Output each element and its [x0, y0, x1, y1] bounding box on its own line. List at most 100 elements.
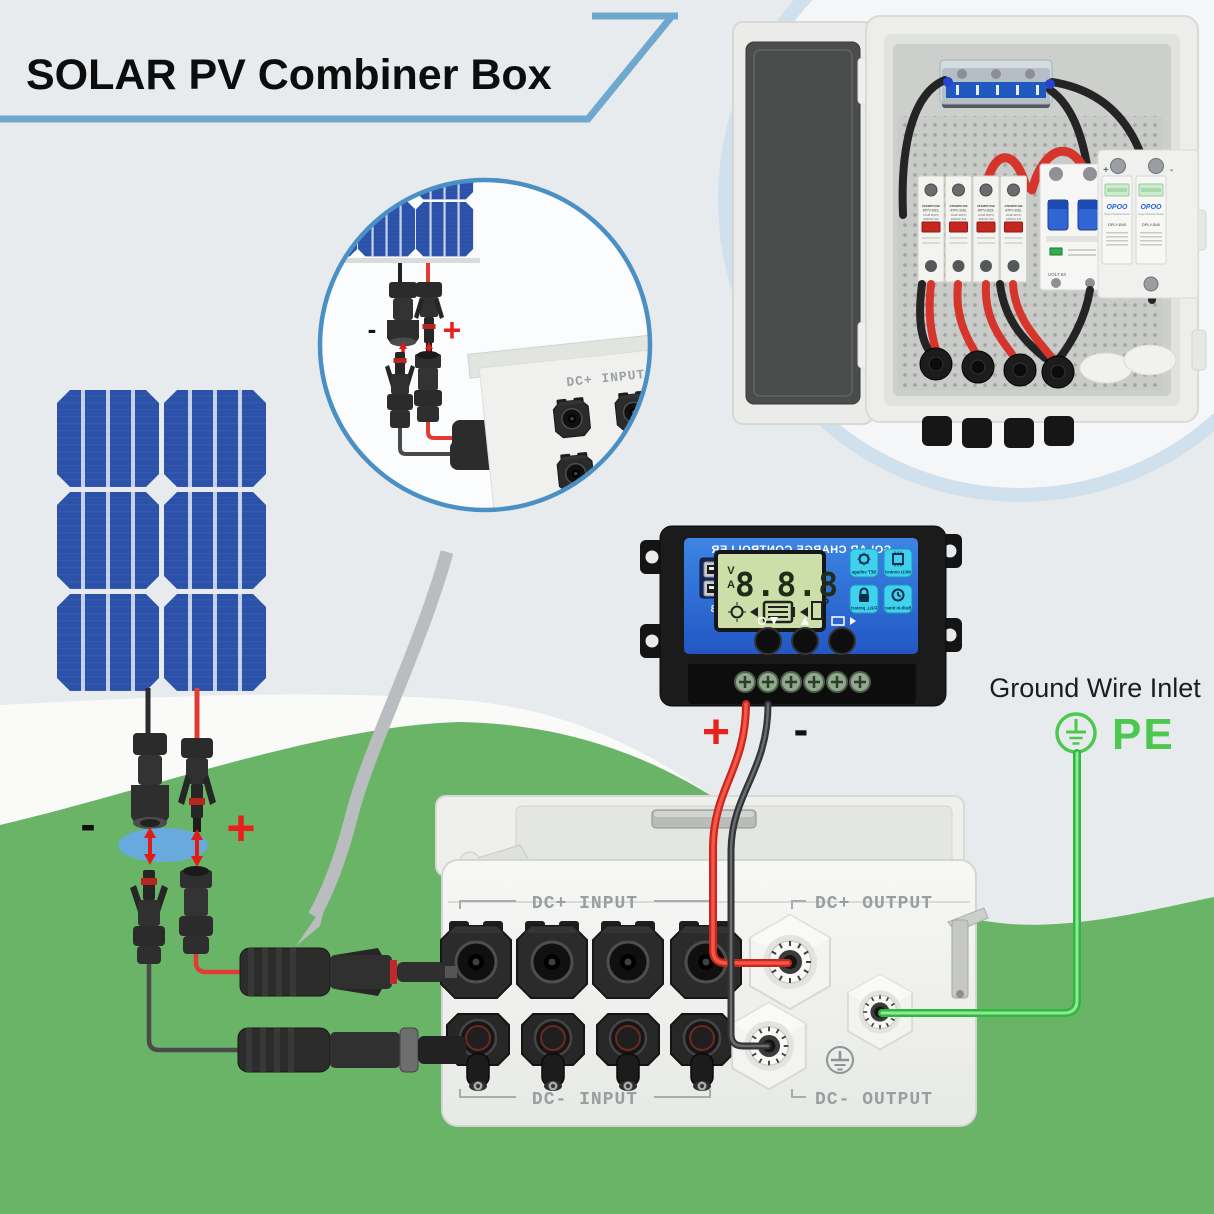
mating-arrowheads: [144, 827, 203, 867]
full-protect-button[interactable]: FULL protect: [849, 584, 879, 614]
decor-curved-arrow: [296, 550, 454, 946]
inset-black-wire: [398, 428, 450, 456]
full-protect-label: FULL protect: [850, 606, 877, 611]
wire-ferrule: [943, 77, 953, 87]
fuse-holder: ATEMPFUSE ATPV-30DL 10x38 30(PV) 1000Vdc…: [945, 175, 972, 283]
ground-symbol-print: [826, 1046, 854, 1074]
page-title: SOLAR PV Combiner Box: [26, 51, 552, 99]
down-button[interactable]: [828, 627, 856, 655]
gear-icon: [857, 552, 871, 566]
negative-label: -: [80, 798, 95, 850]
ground-wire-annotation: Ground Wire Inlet PE: [878, 673, 1201, 1017]
combiner-box: DC+ INPUT DC+ OUTPUT DC- INPUT DC- OUTPU…: [435, 795, 989, 1127]
mc4-female-connector-lower: [179, 866, 213, 954]
pe-label: PE: [1112, 710, 1175, 759]
spd-type-label: Surge Protective Device: [1104, 213, 1130, 216]
button-row-icons: [757, 616, 856, 626]
fuse-brand-label: ATEMPFUSE: [1004, 204, 1022, 208]
connector-detail-inset: - +: [317, 177, 653, 513]
set-voltage-button[interactable]: SET voltage: [849, 548, 879, 578]
fuse-size-label: 10x38 30(PV): [978, 213, 994, 217]
wire-ferrule: [1045, 79, 1055, 89]
dc-plus-output-label: DC+ OUTPUT: [815, 894, 933, 914]
lcd-amp-label: A: [727, 579, 735, 591]
pv-fuse-holders: ATEMPFUSE ATPV-30DL 10x38 30(PV) 1000Vdc…: [917, 175, 1027, 283]
inset-plus-label: +: [443, 312, 462, 348]
mcu-control-label: MCU control: [885, 570, 911, 575]
mc4-female-connector-neg: [131, 733, 169, 829]
function-buttons: SET voltage MCU control FULL protect: [849, 548, 913, 614]
fuse-size-label: 10x38 30(PV): [923, 213, 939, 217]
fuse-indicator-window: [976, 221, 996, 233]
controller-output-wires: [709, 700, 792, 1050]
horizontal-connector-pair-neg: [237, 1027, 466, 1073]
knockout-plug: [1123, 344, 1177, 376]
up-button[interactable]: [791, 627, 819, 655]
busbar-terminal-block: [939, 59, 1053, 108]
dc-plus-input-port: [439, 919, 513, 1000]
positive-label: +: [226, 800, 255, 856]
fuse-size-label: 10x38 30(PV): [951, 213, 967, 217]
spd-model-label: DPLY-B40: [1108, 222, 1127, 227]
lcd-value-mirrored: 8.8.8: [734, 565, 838, 604]
fuse-brand-label: ATEMPFUSE: [922, 204, 940, 208]
dc-minus-input-label: DC- INPUT: [532, 1090, 638, 1110]
spd-type-label: Surge Protective Device: [1138, 213, 1164, 216]
positive-jumper-wire: [193, 954, 242, 975]
fuse-indicator-window: [921, 221, 941, 233]
controller-minus-label: -: [794, 705, 809, 754]
fuse-holder: ATEMPFUSE ATPV-30DL 10x38 30(PV) 1000Vdc…: [917, 175, 945, 283]
fuse-rating-label: 1000Vdc 32A: [1006, 217, 1022, 221]
lock-icon: [859, 587, 869, 602]
fuse-brand-label: ATEMPFUSE: [977, 204, 995, 208]
terminal-block: [688, 656, 916, 704]
surge-protection-devices: + - OPOO Surge Protective Device DPLY-B4…: [1097, 149, 1199, 299]
mc4-male-connector-pos: [178, 738, 216, 832]
builtin-timer-label: Built-in timer: [884, 606, 911, 611]
fuse-rating-label: 1000Vdc 32A: [951, 217, 967, 221]
spd-minus-mark: -: [1170, 165, 1173, 176]
lcd-arrow-icon: [750, 607, 758, 617]
builtin-timer-button[interactable]: Built-in timer: [883, 584, 913, 614]
lcd-load-icon: [811, 598, 829, 620]
fuse-rating-label: 1000Vdc 32A: [923, 217, 939, 221]
breaker-model-label: UOLT 63: [1048, 272, 1066, 277]
cable-gland-nuts: [919, 347, 1075, 389]
white-swoosh: [0, 694, 710, 825]
combiner-box-interior-photo: ATEMPFUSE ATPV-30DL 10x38 30(PV) 1000Vdc…: [732, 15, 1207, 448]
controller-plus-label: +: [702, 706, 730, 759]
spd-brand-label: OPOO: [1106, 204, 1128, 211]
port-labels: DC+ INPUT DC+ OUTPUT DC- INPUT DC- OUTPU…: [532, 894, 933, 1110]
dc-plus-input-port: [515, 919, 589, 1000]
fuse-size-label: 10x38 30(PV): [1006, 213, 1022, 217]
mcu-control-button[interactable]: MCU control: [883, 548, 913, 578]
lcd-arrow-icon: [800, 607, 808, 617]
mcu-chip-icon: [892, 551, 904, 567]
fuse-model-label: ATPV-30DL: [950, 209, 967, 213]
dc-plus-input-port: [591, 919, 665, 1000]
fuse-model-label: ATPV-30DL: [923, 209, 940, 213]
menu-button[interactable]: [754, 627, 782, 655]
set-voltage-label: SET voltage: [851, 570, 876, 575]
ground-wire-inlet-label: Ground Wire Inlet: [989, 673, 1201, 703]
title-banner: SOLAR PV Combiner Box: [0, 12, 678, 123]
fuse-indicator-window: [1004, 221, 1023, 233]
external-connectors-below-box: [922, 416, 1074, 448]
fuse-model-label: ATPV-30DL: [1005, 209, 1022, 213]
dc-minus-output-label: DC- OUTPUT: [815, 1090, 933, 1110]
inset-ring: [317, 177, 653, 513]
fuse-holder: ATEMPFUSE ATPV-30DL 10x38 30(PV) 1000Vdc…: [972, 175, 1000, 283]
lcd-volt-label: V: [727, 565, 735, 577]
spd-model-label: DPLY-B40: [1142, 222, 1161, 227]
lcd-bulb-icon: [728, 602, 746, 622]
fuse-holder: ATEMPFUSE ATPV-30DL 10x38 30(PV) 1000Vdc…: [1000, 175, 1027, 283]
mc4-male-connector-lower: [130, 870, 168, 964]
solar-charge-controller: SOLAR CHARGE CONTROLLER USB 8.8.8 V A: [640, 525, 962, 707]
inset-mc4-female-connector-lower: [414, 351, 442, 422]
interior-bottom-wiring: [916, 280, 1094, 364]
horizontal-connector-pair-pos: [239, 947, 457, 997]
spd-plus-mark: +: [1103, 165, 1109, 176]
clock-icon: [891, 588, 905, 602]
